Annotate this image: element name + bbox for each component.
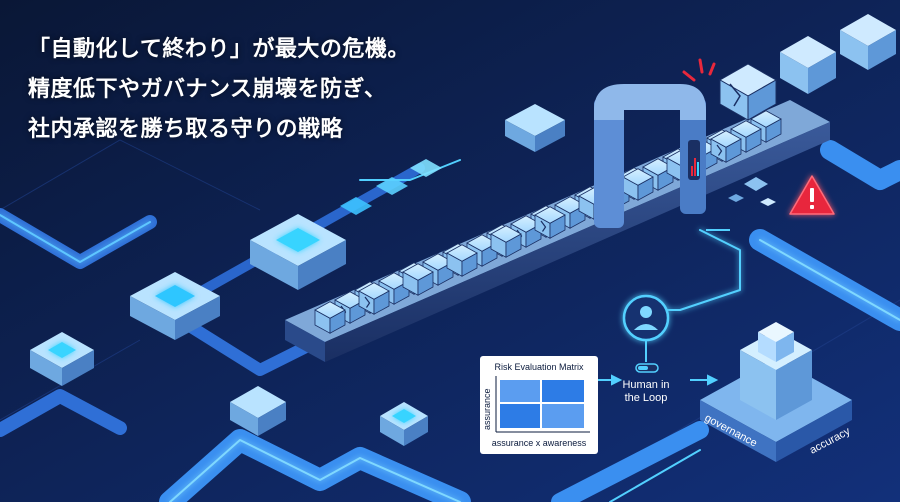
governance-platform: [700, 322, 852, 462]
gate-arch: [594, 84, 706, 120]
hitl-toggle: [635, 363, 659, 373]
risk-matrix-x-label: assurance x awareness: [492, 438, 587, 448]
broken-blocks: [682, 14, 896, 206]
risk-matrix-card: Risk Evaluation Matrix assurance assuran…: [480, 356, 598, 454]
module-server-small: [505, 104, 565, 152]
glow-tiles-top: [340, 159, 442, 215]
warning-icon: [789, 175, 835, 215]
data-block: [490, 225, 522, 258]
pipe-right-lower: [551, 421, 709, 502]
pipe-signal-line-2: [609, 449, 701, 502]
headline: 「自動化して終わり」が最大の危機。 精度低下やガバナンス崩壊を防ぎ、 社内承認を…: [28, 30, 498, 150]
module-bottom-center: [380, 402, 428, 446]
quality-gate: [594, 84, 706, 228]
module-hub-left: [130, 272, 220, 340]
data-block: [622, 168, 654, 201]
data-block: [358, 282, 390, 315]
pipe-center-left: [174, 314, 326, 376]
headline-line-1: 「自動化して終わり」が最大の危機。: [28, 37, 410, 62]
risk-matrix-title: Risk Evaluation Matrix: [494, 362, 584, 372]
headline-line-3: 社内承認を勝ち取る守りの戦略: [28, 117, 344, 142]
data-block: [446, 244, 478, 277]
data-block: [314, 301, 346, 334]
pipe-left-upper-glow: [0, 214, 151, 263]
pipe-signal-line-3: [359, 159, 461, 181]
pipe-lower-left: [0, 389, 127, 437]
chart-icon: [691, 158, 699, 176]
gate-pillar-left: [594, 98, 624, 228]
headline-line-2: 精度低下やガバナンス崩壊を防ぎ、: [28, 77, 387, 102]
hitl-arrows: [596, 229, 730, 386]
pipe-right-upper: [820, 140, 900, 190]
pipe-signal-line: [659, 229, 741, 311]
pipe-right-mid-glow: [759, 239, 900, 321]
hitl-label-line1: Human in: [622, 379, 669, 391]
alert-spark-lines: [682, 58, 716, 82]
data-block: [402, 263, 434, 296]
risk-matrix-y-label: assurance: [482, 388, 492, 430]
data-block: [710, 130, 742, 163]
pipe-bottom-glow: [169, 439, 461, 502]
user-icon: [622, 294, 670, 342]
module-left-lower: [30, 332, 94, 386]
hitl-label-line2: the Loop: [625, 392, 668, 404]
data-block: [534, 206, 566, 239]
module-bottom-left: [230, 386, 286, 436]
module-top-box: [250, 214, 346, 290]
